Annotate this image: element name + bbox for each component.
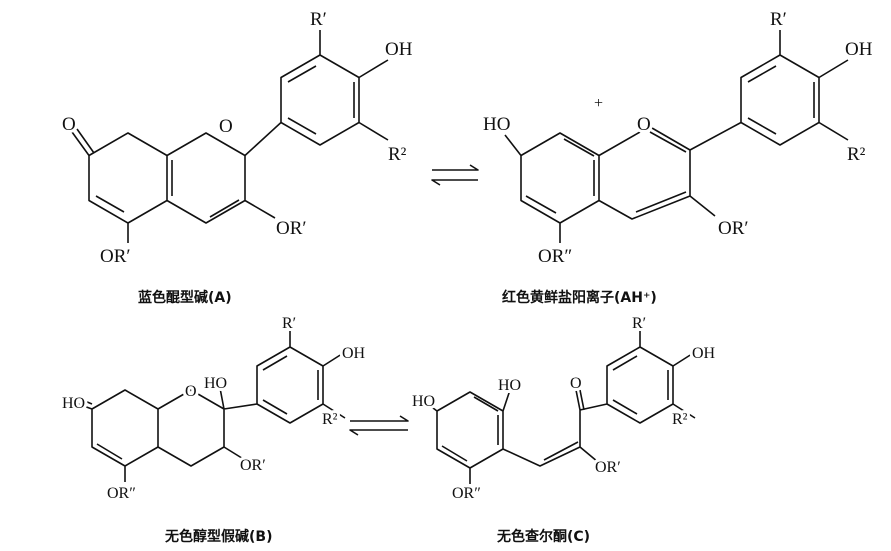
r-prime-label: R′ [632,315,646,332]
or-double-prime-label: OR″ [452,485,481,502]
or-double-prime-label: OR″ [538,246,572,267]
structure-a-quinoidal-base: O O OH R′ R² OR′ OR′ 蓝色醌型碱(A) [59,6,416,306]
structure-ah-flavylium-cation: HO + O OH R′ R² OR′ OR″ 红色黄鲜盐阳离子(AH⁺) [480,6,876,306]
ring-oxygen-label: O [185,383,197,400]
hydroxyl-left-label: HO [62,395,85,412]
carbonyl-oxygen-label: O [570,375,582,392]
hydroxyl-label: OH [845,39,873,60]
structure-b-carbinol-pseudobase: HO O HO OH R′ R² OR′ OR″ 无色醇型假碱(B) [59,312,369,545]
ketone-oxygen-label: O [62,114,76,135]
oxygen-label: O [637,114,651,135]
positive-charge-label: + [594,95,603,112]
structure-a-bonds [71,30,389,243]
r2-label: R² [672,411,688,428]
caption-ah: 红色黄鲜盐阳离子(AH⁺) [502,289,657,306]
caption-a: 蓝色醌型碱(A) [138,289,232,306]
hydroxyl-top-label: HO [498,377,521,394]
r-prime-label: R′ [310,9,327,30]
or-double-prime-label: OR″ [107,485,136,502]
hydroxyl-left-label: HO [412,393,435,410]
or-prime-5-label: OR′ [100,246,131,267]
or-prime-label: OR′ [595,459,621,476]
hydroxyl-c2-label: HO [204,375,227,392]
r2-label: R² [388,144,407,165]
equilibrium-arrow-bottom [349,415,409,436]
structure-c-bonds [424,328,696,484]
equilibrium-arrow-top [431,164,479,186]
structure-ah-bonds [504,30,849,243]
r2-label: R² [322,411,338,428]
hydroxyl-left-label: HO [483,114,510,135]
caption-b: 无色醇型假碱(B) [164,528,272,545]
r-prime-label: R′ [282,315,296,332]
hydroxyl-label: OH [692,345,716,362]
or-prime-label: OR′ [240,457,266,474]
structure-b-bonds [77,328,346,482]
or-prime-label: OR′ [718,218,749,239]
or-prime-3-label: OR′ [276,218,307,239]
structure-c-chalcone: HO HO O OH R′ R² OR′ OR″ 无色查尔酮(C) [409,312,719,545]
r2-label: R² [847,144,866,165]
caption-c: 无色查尔酮(C) [496,528,590,545]
hydroxyl-label: OH [342,345,366,362]
r-prime-label: R′ [770,9,787,30]
hydroxyl-label: OH [385,39,413,60]
ring-oxygen-label: O [219,116,233,137]
